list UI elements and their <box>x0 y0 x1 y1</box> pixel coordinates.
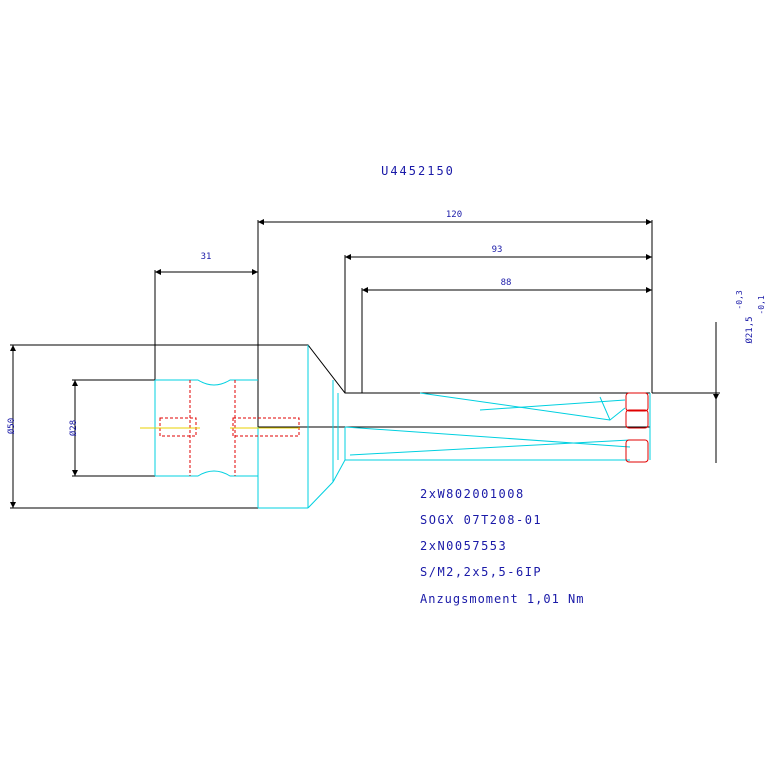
dim-tolerance-lower: -0,1 <box>757 295 766 314</box>
notes-block: 2xW802001008 SOGX 07T208-01 2xN0057553 S… <box>420 487 585 606</box>
dim-length-2: 88 <box>501 278 512 288</box>
dim-cut-diameter: Ø21,5 <box>744 316 755 343</box>
note-line: 2xW802001008 <box>420 487 525 501</box>
dim-overall-length: 120 <box>446 210 462 220</box>
dimension-lines <box>10 219 719 508</box>
dim-shank-offset: 31 <box>201 252 212 262</box>
dim-bore-diameter: Ø28 <box>68 420 79 436</box>
dim-tolerance-upper: -0,3 <box>735 290 744 309</box>
note-line: S/M2,2x5,5-6IP <box>420 565 542 579</box>
tool-detail <box>154 345 651 509</box>
note-line: SOGX 07T208-01 <box>420 513 542 527</box>
dim-shank-diameter: Ø50 <box>6 418 17 434</box>
part-number: U4452150 <box>381 164 455 178</box>
note-line: 2xN0057553 <box>420 539 507 553</box>
tool-outline <box>10 220 720 509</box>
dim-length-1: 93 <box>492 245 503 255</box>
note-line: Anzugsmoment 1,01 Nm <box>420 592 585 606</box>
